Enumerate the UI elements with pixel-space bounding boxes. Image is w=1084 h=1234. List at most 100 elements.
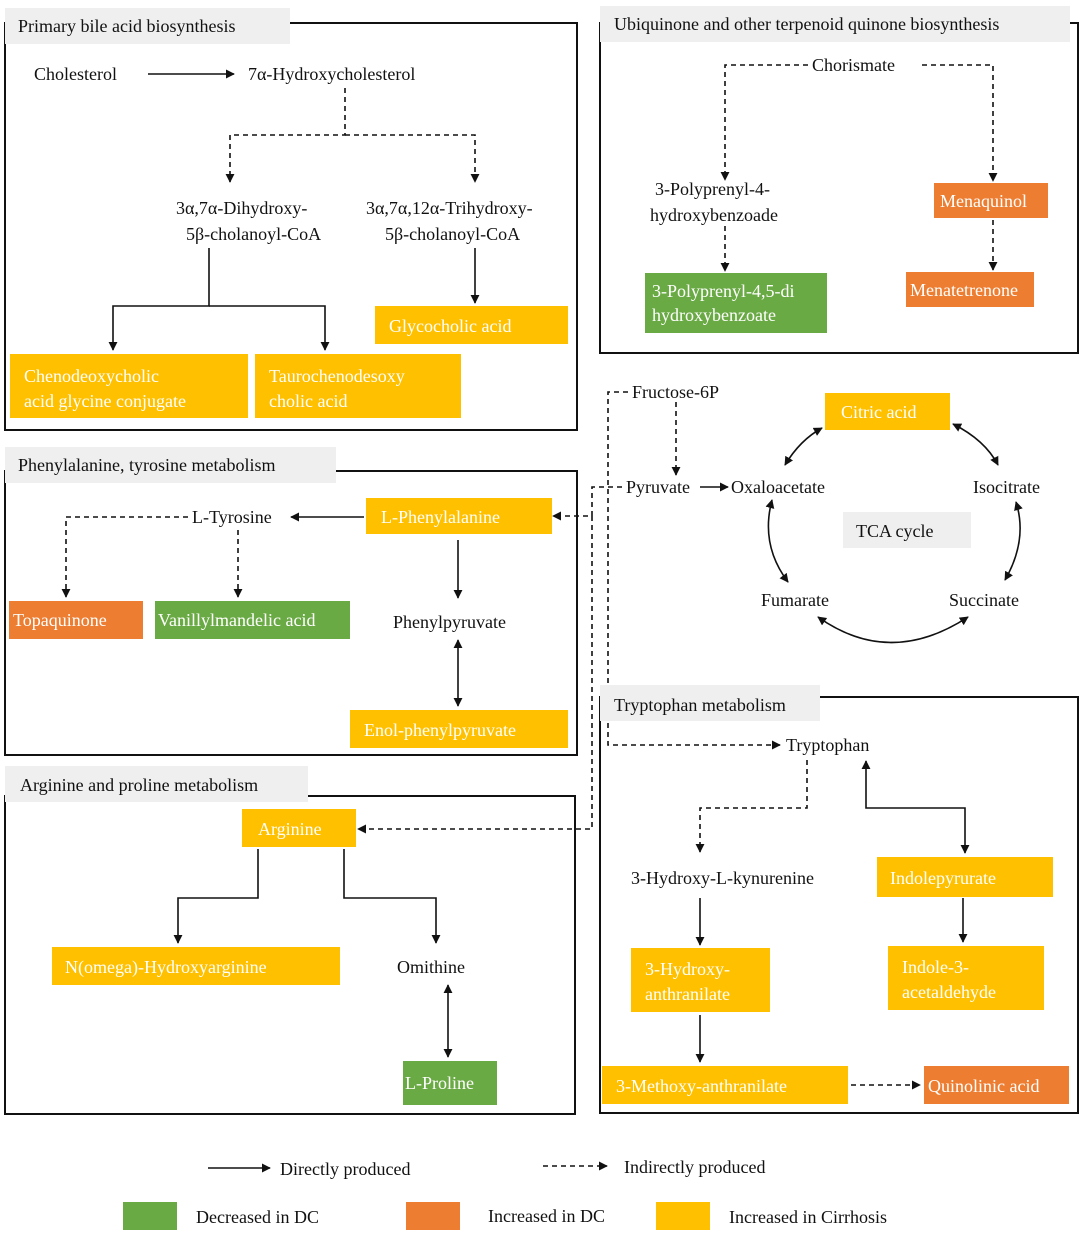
panel-phenylalanine: Phenylalanine, tyrosine metabolism L-Tyr…: [4, 447, 578, 756]
legend-increased-cirrhosis-swatch: [656, 1202, 710, 1230]
panel-tryptophan-frame: [599, 696, 1079, 1114]
box-arginine: [242, 809, 356, 847]
node-n-omega-hydroxyarginine: N(omega)-Hydroxyarginine: [65, 957, 267, 978]
node-indole-line1: Indole-3-: [902, 957, 969, 977]
node-enol-phenylpyruvate: Enol-phenylpyruvate: [364, 720, 516, 740]
arrow-isocitrate-succinate: [1004, 501, 1023, 581]
node-trihydroxy-line1: 3α,7α,12α-Trihydroxy-: [366, 198, 533, 218]
node-tauro-line1: Taurochenodesoxy: [269, 366, 405, 386]
node-fumarate: Fumarate: [761, 590, 829, 610]
panel-phenylalanine-header: [5, 447, 336, 483]
node-tauro-line2: cholic acid: [269, 391, 347, 411]
legend-decreased-dc-swatch: [123, 1202, 177, 1230]
box-3-hydroxyanthranilate: [631, 948, 770, 1012]
node-anthranilate-line1: 3-Hydroxy-: [645, 959, 730, 979]
node-indolepyrurate: Indolepyrurate: [890, 868, 996, 888]
panel-tryptophan: Tryptophan metabolism Tryptophan 3-Hydro…: [599, 685, 1079, 1114]
legend: Directly produced Indirectly produced De…: [123, 1157, 887, 1230]
box-taurochenodesoxycholic: [255, 354, 461, 418]
arrow-hydroxy-dihydroxy: [225, 88, 346, 183]
node-dihydroxy-line2: 5β-cholanoyl-CoA: [186, 224, 321, 244]
legend-decreased-dc-label: Decreased in DC: [196, 1207, 319, 1227]
panel-bile-acid: Primary bile acid biosynthesis Cholester…: [4, 8, 578, 431]
node-3-hydroxy-l-kynurenine: 3-Hydroxy-L-kynurenine: [631, 868, 814, 888]
node-dihydroxybenzoate-line1: 3-Polyprenyl-4,5-di: [652, 281, 794, 301]
box-l-phenylalanine: [366, 498, 552, 534]
node-arginine: Arginine: [258, 819, 322, 839]
box-quinolinic-acid: [924, 1066, 1069, 1104]
arrow-tyrosine-topaquinone: [61, 516, 188, 598]
arrow-arginine-omithine: [343, 849, 441, 944]
node-7a-hydroxycholesterol: 7α-Hydroxycholesterol: [248, 64, 415, 84]
node-pyruvate: Pyruvate: [626, 477, 690, 497]
node-topaquinone: Topaquinone: [13, 610, 107, 630]
tca-cycle-label: TCA cycle: [856, 521, 933, 541]
panel-bile-acid-frame: [4, 22, 578, 431]
node-l-phenylalanine: L-Phenylalanine: [381, 507, 500, 527]
panel-bile-acid-header: [5, 8, 290, 44]
node-indole-line2: acetaldehyde: [902, 982, 996, 1002]
box-chenodeoxycholic: [10, 354, 248, 418]
legend-direct-label: Directly produced: [280, 1159, 410, 1179]
node-polyprenyl-line1: 3-Polyprenyl-4-: [655, 179, 770, 199]
panel-tryptophan-header: [600, 685, 820, 721]
arrow-tryptophan-kynurenine: [695, 760, 808, 853]
panel-tryptophan-title: Tryptophan metabolism: [614, 695, 786, 715]
node-vanillylmandelic-acid: Vanillylmandelic acid: [158, 610, 315, 630]
arrow-pyruvate-phenylalanine: [552, 486, 622, 521]
box-citric-acid: [825, 393, 950, 430]
arrow-chorismate-menaquinol: [922, 64, 998, 182]
node-phenylpyruvate: Phenylpyruvate: [393, 612, 506, 632]
panel-ubiquinone: Ubiquinone and other terpenoid quinone b…: [599, 6, 1079, 354]
node-omithine: Omithine: [397, 957, 465, 977]
node-quinolinic-acid: Quinolinic acid: [928, 1076, 1039, 1096]
panel-ubiquinone-header: [600, 6, 1070, 42]
box-vanillylmandelic-acid: [155, 601, 350, 639]
node-cholesterol: Cholesterol: [34, 64, 117, 84]
arrow-succinate-fumarate: [817, 616, 969, 644]
legend-increased-dc-swatch: [406, 1202, 460, 1230]
node-l-tyrosine: L-Tyrosine: [192, 507, 272, 527]
legend-increased-dc-label: Increased in DC: [488, 1206, 605, 1226]
node-trihydroxy-line2: 5β-cholanoyl-CoA: [385, 224, 520, 244]
node-anthranilate-line2: anthranilate: [645, 984, 730, 1004]
arrow-dihydroxy-cheno: [108, 248, 210, 351]
panel-bile-acid-title: Primary bile acid biosynthesis: [18, 16, 235, 36]
node-l-proline: L-Proline: [405, 1073, 474, 1093]
box-menatetrenone: [906, 272, 1034, 307]
arrow-arginine-hydroxyarginine: [173, 849, 259, 944]
box-3-methoxy-anthranilate: [602, 1066, 848, 1104]
arrow-dihydroxy-tauro: [209, 305, 330, 351]
tca-cycle-section: Fructose-6P Pyruvate Oxaloacetate Citric…: [357, 382, 1040, 834]
arrow-oxaloacetate-citric: [784, 427, 823, 466]
arrow-chorismate-polyprenyl: [720, 64, 808, 181]
box-n-omega-hydroxyarginine: [52, 947, 340, 985]
node-dihydroxybenzoate-line2: hydroxybenzoate: [652, 305, 776, 325]
arrow-fructose-tryptophan: [607, 391, 781, 750]
panel-arginine-header: [5, 766, 308, 802]
panel-phenylalanine-title: Phenylalanine, tyrosine metabolism: [18, 455, 275, 475]
box-indolepyrurate: [877, 857, 1053, 897]
arrow-hydroxy-trihydroxy: [345, 134, 480, 183]
box-topaquinone: [9, 601, 143, 639]
panel-arginine-title: Arginine and proline metabolism: [20, 775, 258, 795]
node-oxaloacetate: Oxaloacetate: [731, 477, 825, 497]
legend-indirect-label: Indirectly produced: [624, 1157, 765, 1177]
node-fructose-6p: Fructose-6P: [632, 382, 719, 402]
arrow-pyruvate-arginine: [357, 516, 593, 834]
box-tca-cycle-label: [843, 512, 971, 548]
node-dihydroxy-line1: 3α,7α-Dihydroxy-: [176, 198, 307, 218]
node-chorismate: Chorismate: [812, 55, 895, 75]
box-polyprenyl-dihydroxybenzoate: [645, 273, 827, 333]
box-indole-3-acetaldehyde: [888, 946, 1044, 1010]
arrow-citric-isocitrate: [952, 423, 999, 466]
node-cheno-line2: acid glycine conjugate: [24, 391, 186, 411]
box-menaquinol: [934, 183, 1048, 218]
node-tryptophan: Tryptophan: [786, 735, 869, 755]
node-succinate: Succinate: [949, 590, 1019, 610]
node-cheno-line1: Chenodeoxycholic: [24, 366, 159, 386]
node-glycocholic-acid: Glycocholic acid: [389, 316, 511, 336]
panel-ubiquinone-title: Ubiquinone and other terpenoid quinone b…: [614, 14, 999, 34]
legend-increased-cirrhosis-label: Increased in Cirrhosis: [729, 1207, 887, 1227]
